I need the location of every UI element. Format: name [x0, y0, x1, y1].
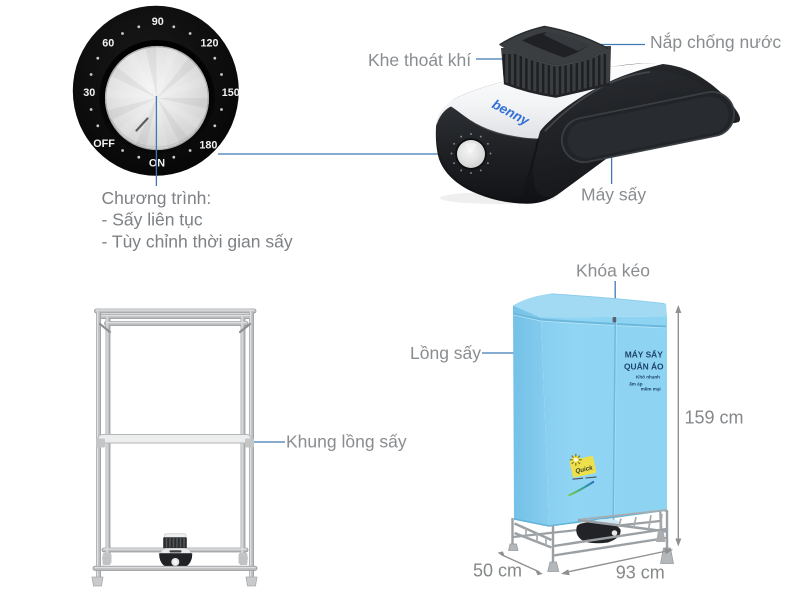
- svg-text:Nắp chống nước: Nắp chống nước: [650, 31, 781, 52]
- svg-text:Chương trình:: Chương trình:: [102, 188, 212, 208]
- svg-text:150: 150: [222, 87, 240, 99]
- svg-text:ấm áp: ấm áp: [629, 381, 642, 387]
- svg-text:- Sấy liên tục: - Sấy liên tục: [102, 210, 203, 230]
- svg-text:159 cm: 159 cm: [685, 408, 744, 428]
- svg-text:Khe thoát khí: Khe thoát khí: [368, 50, 471, 70]
- svg-text:QUẤN ÁO: QUẤN ÁO: [624, 361, 664, 372]
- svg-text:Khô nhanh: Khô nhanh: [636, 375, 660, 380]
- svg-text:120: 120: [200, 37, 218, 49]
- svg-text:Quick: Quick: [575, 464, 594, 475]
- svg-text:mềm mại: mềm mại: [641, 387, 661, 392]
- svg-text:Máy sấy: Máy sấy: [581, 184, 646, 204]
- svg-text:OFF: OFF: [93, 138, 115, 150]
- svg-text:- Tùy chỉnh thời gian sấy: - Tùy chỉnh thời gian sấy: [102, 231, 293, 251]
- svg-text:MÁY SẤY: MÁY SẤY: [625, 349, 663, 360]
- svg-text:90: 90: [152, 16, 164, 28]
- svg-text:Lồng sấy: Lồng sấy: [410, 343, 481, 363]
- svg-text:30: 30: [83, 87, 95, 99]
- svg-text:60: 60: [102, 37, 114, 49]
- svg-text:180: 180: [199, 139, 217, 151]
- svg-text:Khung lồng sấy: Khung lồng sấy: [286, 432, 407, 452]
- svg-text:Khóa kéo: Khóa kéo: [576, 261, 650, 281]
- svg-text:ON: ON: [149, 158, 165, 170]
- svg-text:50 cm: 50 cm: [473, 561, 522, 581]
- svg-text:93 cm: 93 cm: [616, 563, 665, 583]
